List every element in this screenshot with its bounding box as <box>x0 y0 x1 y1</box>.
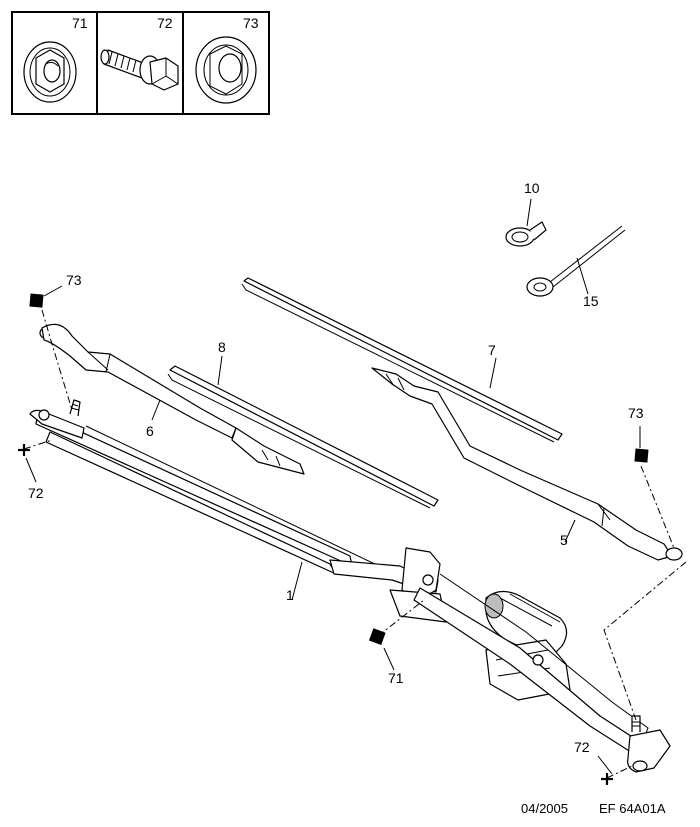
footer: 04/2005 EF 64A01A <box>521 801 666 816</box>
nut-71-marker <box>368 628 386 645</box>
wiper-blade-7 <box>241 277 563 443</box>
callout-5: 5 <box>560 532 568 548</box>
footer-date: 04/2005 <box>521 801 568 816</box>
wiper-arm-6 <box>39 323 305 475</box>
inset-label-71: 71 <box>72 15 88 31</box>
clip-10 <box>505 198 547 247</box>
hose-connector-15 <box>526 225 626 297</box>
callout-1: 1 <box>286 587 294 603</box>
inset-label-72: 72 <box>157 15 173 31</box>
flange-nut-73-icon <box>195 36 257 104</box>
inset-label-73: 73 <box>243 15 259 31</box>
nut-73-left-marker <box>29 293 44 308</box>
footer-reference: EF 64A01A <box>599 801 666 816</box>
bolt-72-left-cross <box>18 444 30 456</box>
fastener-symbols <box>18 285 649 785</box>
bolt-72-right-cross <box>601 773 613 785</box>
callout-72-left: 72 <box>28 485 44 501</box>
wiper-arm-5 <box>371 367 683 561</box>
flange-nut-71-icon <box>23 41 77 103</box>
wiper-blade-8 <box>167 355 439 509</box>
callout-7: 7 <box>488 342 496 358</box>
callout-72-right: 72 <box>574 739 590 755</box>
bolt-72-icon <box>100 49 179 91</box>
callout-71: 71 <box>388 670 404 686</box>
assembly-lines <box>23 309 687 779</box>
callout-15: 15 <box>583 293 599 309</box>
hardware-inset: 71 72 73 <box>11 11 270 115</box>
callout-10: 10 <box>524 180 540 196</box>
callout-73-right: 73 <box>628 405 644 421</box>
callout-labels: 1 5 6 7 8 10 15 71 72 72 73 73 <box>28 180 644 755</box>
wiper-linkage-1 <box>29 399 671 773</box>
callout-6: 6 <box>146 423 154 439</box>
callout-73-left: 73 <box>66 272 82 288</box>
nut-73-right-marker <box>634 448 649 463</box>
callout-8: 8 <box>218 339 226 355</box>
